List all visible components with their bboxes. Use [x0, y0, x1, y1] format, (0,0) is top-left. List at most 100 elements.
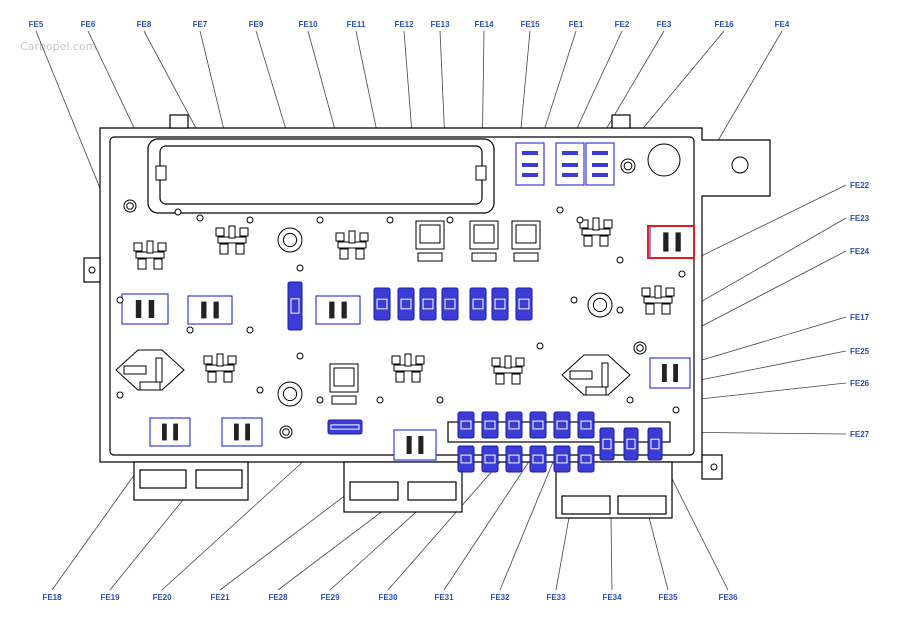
maxi-fuse: [649, 357, 691, 389]
label-fe6: FE6: [81, 20, 96, 29]
stud-group: [116, 143, 686, 439]
mount-hole: [246, 216, 254, 224]
stud: [277, 227, 303, 253]
stud: [633, 341, 647, 355]
mini-fuse: [481, 411, 499, 439]
stud: [620, 158, 636, 174]
label-fe11: FE11: [347, 20, 366, 29]
mini-fuse: [287, 281, 303, 331]
leader-fe31: [443, 444, 541, 591]
mini-fuse: [553, 411, 571, 439]
mini-fuse: [441, 287, 459, 321]
mini-fuse: [505, 411, 523, 439]
label-fe1: FE1: [569, 20, 584, 29]
mount-hole: [116, 296, 124, 304]
label-fe26: FE26: [850, 379, 870, 388]
label-fe28: FE28: [268, 593, 288, 602]
maxi-fuse-tall: [555, 142, 585, 186]
relay: [579, 217, 613, 247]
mount-hole: [376, 396, 384, 404]
relay: [203, 353, 237, 383]
label-fe8: FE8: [137, 20, 152, 29]
mini-fuse: [577, 445, 595, 473]
label-fe23: FE23: [850, 214, 870, 223]
mount-hole: [186, 326, 194, 334]
mini-fuse-group: [287, 281, 663, 473]
label-fe13: FE13: [430, 20, 450, 29]
label-fe2: FE2: [615, 20, 630, 29]
label-fe4: FE4: [775, 20, 790, 29]
mount-hole: [616, 256, 624, 264]
leader-fe32: [499, 444, 561, 591]
mini-fuse: [373, 287, 391, 321]
relay: [391, 353, 425, 383]
label-fe9: FE9: [249, 20, 264, 29]
maxi-fuse: [121, 293, 169, 325]
maxi-fuse-group: [121, 142, 695, 461]
mini-fuse: [647, 427, 663, 461]
relay-oval: [115, 349, 185, 391]
label-fe16: FE16: [714, 20, 734, 29]
label-fe12: FE12: [394, 20, 414, 29]
label-fe5: FE5: [29, 20, 44, 29]
mini-fuse: [491, 287, 509, 321]
mount-hole: [616, 306, 624, 314]
label-fe18: FE18: [42, 593, 62, 602]
watermark: Carbopel.com: [20, 40, 96, 53]
mount-hole: [256, 386, 264, 394]
maxi-fuse-tall: [515, 142, 545, 186]
mini-fuse: [553, 445, 571, 473]
label-fe33: FE33: [546, 593, 566, 602]
mini-fuse: [623, 427, 639, 461]
maxi-fuse: [393, 429, 437, 461]
relay: [215, 225, 249, 255]
mini-fuse: [397, 287, 415, 321]
label-fe29: FE29: [320, 593, 340, 602]
mini-fuse: [327, 419, 363, 435]
relay-oval: [561, 354, 631, 396]
relay: [491, 355, 525, 385]
relay: [335, 230, 369, 260]
mount-hole: [536, 342, 544, 350]
relay: [641, 285, 675, 315]
maxi-fuse: [221, 417, 263, 447]
stud: [587, 292, 613, 318]
mini-fuse: [529, 411, 547, 439]
mount-hole: [678, 270, 686, 278]
mount-hole: [570, 296, 578, 304]
label-fe14: FE14: [474, 20, 494, 29]
mount-hole: [296, 264, 304, 272]
mount-hole: [196, 214, 204, 222]
label-fe30: FE30: [378, 593, 398, 602]
stud: [279, 425, 293, 439]
label-fe27: FE27: [850, 430, 870, 439]
relay-small: [511, 220, 541, 262]
mini-fuse: [529, 445, 547, 473]
label-fe32: FE32: [490, 593, 510, 602]
label-fe20: FE20: [152, 593, 172, 602]
mini-fuse: [457, 411, 475, 439]
mini-fuse: [481, 445, 499, 473]
maxi-fuse: [315, 295, 361, 325]
mini-fuse: [505, 445, 523, 473]
label-fe24: FE24: [850, 247, 870, 256]
mount-hole: [174, 208, 182, 216]
mount-hole: [116, 391, 124, 399]
mini-fuse: [469, 287, 487, 321]
mount-hole: [556, 206, 564, 214]
mini-fuse: [515, 287, 533, 321]
mount-hole: [446, 216, 454, 224]
highlight-frame: [647, 225, 695, 259]
mount-hole: [672, 406, 680, 414]
mount-hole: [576, 216, 584, 224]
mount-hole: [296, 352, 304, 360]
mount-hole: [316, 216, 324, 224]
relay-small: [329, 363, 359, 405]
maxi-fuse-tall: [585, 142, 615, 186]
label-fe17: FE17: [850, 313, 870, 322]
mount-hole: [436, 396, 444, 404]
label-fe15: FE15: [520, 20, 540, 29]
label-fe3: FE3: [657, 20, 672, 29]
mini-fuse: [419, 287, 437, 321]
